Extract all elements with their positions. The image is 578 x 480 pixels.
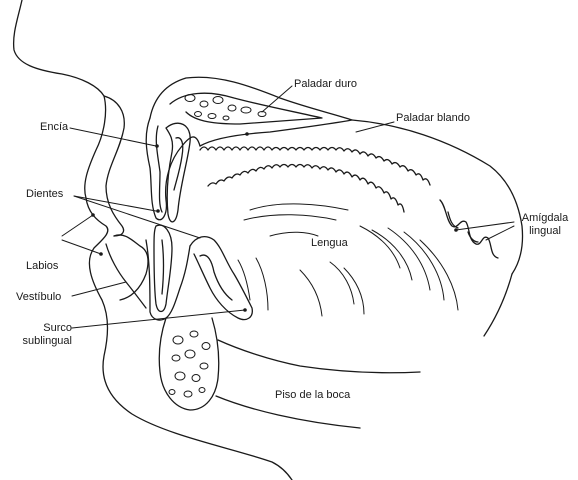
label-dientes: Dientes [26,188,63,201]
tongue-dorsum-scalloped [208,165,404,213]
lower-gum [146,240,190,320]
lingual-tonsil-folds [440,200,498,258]
upper-lip-inner [104,96,124,236]
leader-encia [70,128,156,146]
label-vestibulo: Vestíbulo [16,291,61,304]
leader-amigdala-1 [456,222,514,230]
leader-amigdala-2 [486,226,514,240]
lower-lip-inner [114,235,148,300]
label-surco-line2: sublingual [14,335,72,348]
label-pointer-dots [91,132,458,312]
label-encia: Encía [40,121,68,134]
mandible-bone-texture [169,331,210,397]
leader-surco [72,310,245,328]
label-amigdala-line1: Amígdala [517,212,573,225]
label-labios: Labios [26,260,58,273]
pharynx-wall [484,274,512,336]
leader-labios-upper [62,215,93,236]
hard-palate-bone-texture [185,95,266,121]
mandible-outline [159,318,219,410]
sublingual-sulcus [190,237,252,320]
label-amigdala-line2: lingual [517,225,573,238]
hard-palate-inner [170,93,322,124]
label-piso-de-la-boca: Piso de la boca [275,389,350,402]
label-amigdala-lingual: Amígdala lingual [517,212,573,238]
leader-dientes-upper [74,196,156,211]
upper-gum-inner [156,126,162,212]
soft-palate-upper [352,120,523,274]
upper-gum [146,118,200,220]
label-paladar-duro: Paladar duro [294,78,357,91]
floor-of-mouth [218,340,420,373]
label-surco-line1: Surco [14,322,72,335]
leader-dientes-lower [74,196,200,238]
label-lengua: Lengua [311,237,348,250]
leader-paladar-blando [356,122,394,132]
tongue-muscle-lines [238,204,458,316]
label-paladar-blando: Paladar blando [396,112,470,125]
lower-incisor-pulp [162,240,164,294]
label-surco-sublingual: Surco sublingual [14,322,72,348]
upper-incisor-pulp [174,138,183,190]
